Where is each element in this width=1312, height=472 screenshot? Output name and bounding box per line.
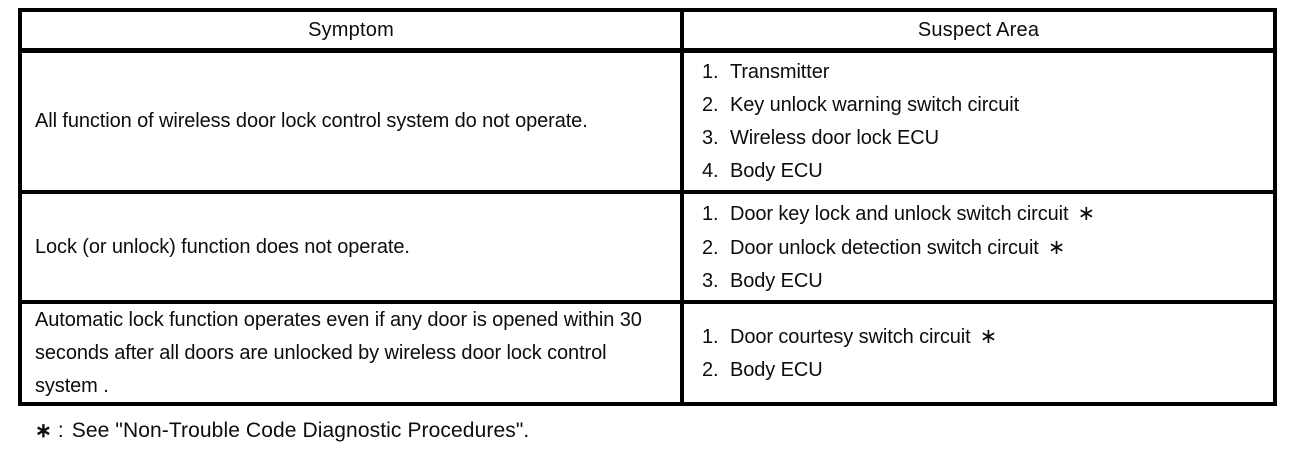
footnote-star-icon: ∗ — [1047, 235, 1066, 259]
footnote-star-icon: ∗ — [979, 324, 998, 348]
suspect-item-number: 4. — [702, 159, 719, 182]
suspect-area-list: 1. Transmitter 2. Key unlock warning switch… — [702, 56, 1019, 188]
suspect-item: 1. Transmitter — [702, 56, 1019, 89]
suspect-area-list: 1. Door courtesy switch circuit ∗ 2. Body EC… — [702, 320, 997, 387]
suspect-item: 1. Door key lock and unlock switch circui… — [702, 197, 1095, 231]
suspect-item-text: Body ECU — [730, 269, 823, 292]
symptom-cell: Automatic lock function operates even if… — [22, 304, 684, 402]
footnote-star-icon: ∗ — [1077, 201, 1095, 225]
symptom-text: Automatic lock function operates even if… — [35, 308, 642, 397]
column-header-suspect-area: Suspect Area — [684, 12, 1273, 53]
footnote-text: See "Non-Trouble Code Diagnostic Procedu… — [71, 419, 530, 442]
suspect-item-number: 1. — [702, 325, 719, 348]
suspect-item-text: Door key lock and unlock switch circuit — [730, 202, 1069, 225]
column-header-symptom: Symptom — [22, 12, 684, 53]
symptom-cell: Lock (or unlock) function does not opera… — [22, 194, 684, 304]
suspect-item-number: 3. — [702, 269, 719, 292]
suspect-item-number: 2. — [702, 93, 719, 116]
suspect-item-number: 1. — [702, 60, 719, 83]
suspect-area-list: 1. Door key lock and unlock switch circui… — [702, 197, 1095, 298]
suspect-item: 3. Body ECU — [702, 265, 1095, 298]
suspect-item-text: Door unlock detection switch circuit — [730, 236, 1039, 259]
symptom-text: Lock (or unlock) function does not opera… — [35, 235, 410, 258]
footnote-separator: : — [57, 419, 64, 442]
suspect-item-text: Wireless door lock ECU — [730, 126, 939, 149]
suspect-area-cell: 1. Door courtesy switch circuit ∗ 2. Body EC… — [684, 304, 1273, 402]
suspect-item-text: Key unlock warning switch circuit — [730, 93, 1020, 116]
symptom-cell: All function of wireless door lock contr… — [22, 53, 684, 194]
footnote-star-icon: ∗ — [35, 420, 52, 442]
suspect-item-number: 2. — [702, 236, 719, 259]
suspect-item-text: Body ECU — [730, 358, 823, 381]
suspect-area-cell: 1. Door key lock and unlock switch circui… — [684, 194, 1273, 304]
suspect-item-text: Door courtesy switch circuit — [730, 325, 971, 348]
suspect-item: 2. Body ECU — [702, 354, 997, 387]
column-header-suspect-area-label: Suspect Area — [917, 18, 1040, 41]
suspect-item: 4. Body ECU — [702, 155, 1019, 188]
suspect-item: 1. Door courtesy switch circuit ∗ — [702, 320, 997, 354]
suspect-item: 3. Wireless door lock ECU — [702, 122, 1019, 155]
suspect-item-text: Body ECU — [730, 159, 823, 182]
suspect-item-number: 2. — [702, 358, 719, 381]
footnote: ∗ : See "Non-Trouble Code Diagnostic Pro… — [35, 416, 529, 446]
suspect-item: 2. Key unlock warning switch circuit — [702, 89, 1019, 122]
suspect-item-number: 3. — [702, 126, 719, 149]
symptom-text: All function of wireless door lock contr… — [35, 110, 588, 132]
diagnostic-table: Symptom Suspect Area All function of wir… — [18, 8, 1277, 406]
suspect-area-cell: 1. Transmitter 2. Key unlock warning switch… — [684, 53, 1273, 194]
suspect-item-number: 1. — [702, 202, 719, 225]
suspect-item: 2. Door unlock detection switch circuit ∗ — [702, 231, 1095, 265]
column-header-symptom-label: Symptom — [308, 18, 394, 41]
suspect-item-text: Transmitter — [730, 60, 830, 83]
